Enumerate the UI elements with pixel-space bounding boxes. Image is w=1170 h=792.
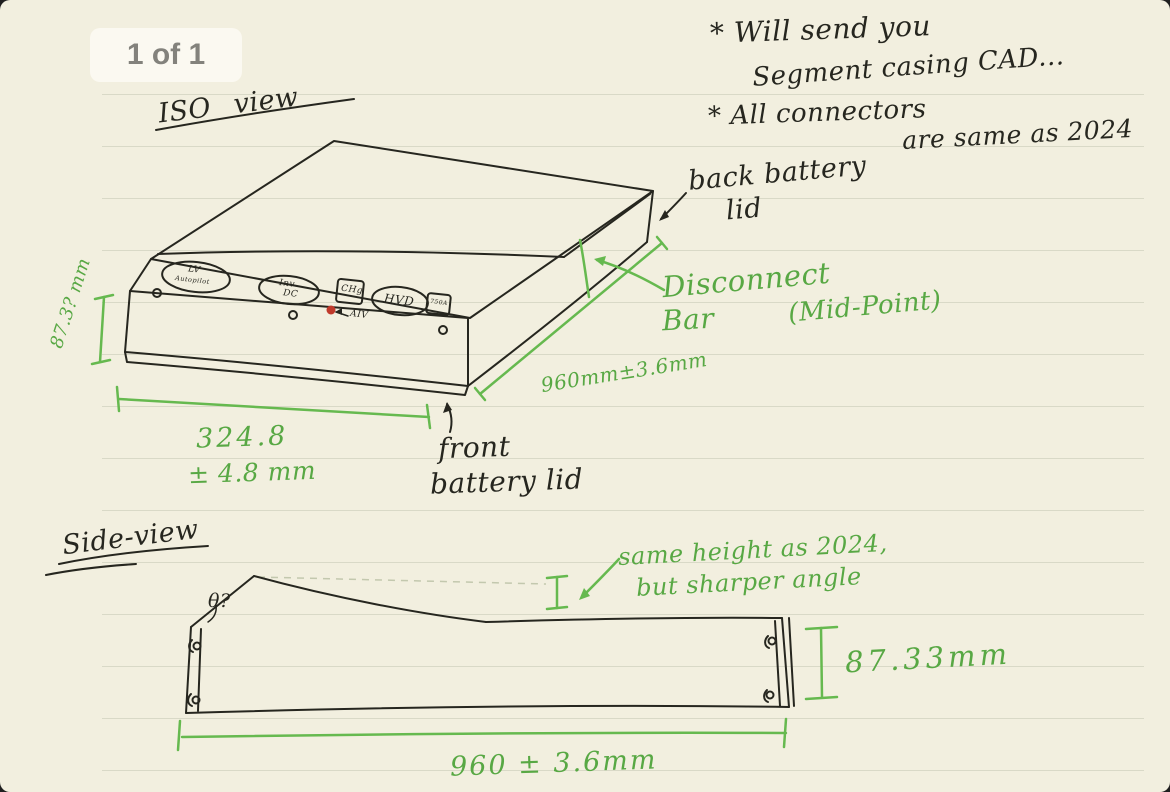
apex-reference-line (257, 576, 547, 585)
iso-depth-dim-tick (473, 386, 487, 402)
disconnect-label-line2: Bar (661, 301, 715, 338)
connector-chg-outline (335, 277, 365, 305)
disconnect-bar-mark (578, 238, 591, 299)
side-title-underline (58, 545, 209, 565)
mid-height-ibeam-serif (545, 574, 569, 580)
note-send-line1: * Will send you (709, 9, 932, 50)
side-length-dim-tick (782, 717, 788, 749)
aiv-arrowhead (335, 308, 342, 315)
height-note-arrowhead (579, 588, 590, 600)
side-left-hook-top (188, 639, 194, 653)
side-base (185, 704, 790, 714)
connector-label-lv-line1: LV (187, 264, 202, 276)
iso-lid-seam (563, 193, 651, 258)
connector-inv-outline (258, 274, 320, 306)
iso-depth-dim-tick (655, 235, 669, 251)
side-height-ibeam-serif (804, 695, 839, 701)
mid-height-ibeam-serif (545, 605, 569, 611)
screw-hole (438, 325, 448, 335)
side-left-hook-bottom (187, 693, 193, 707)
angle-label: θ? (208, 590, 231, 612)
iso-width-dim-tick (115, 385, 121, 413)
side-right-outer-edge (788, 617, 795, 707)
iso-height-dim-tick (93, 293, 115, 301)
iso-drawing (124, 140, 654, 396)
iso-top-crease (157, 250, 565, 258)
connector-label-inv-line2: DC (282, 288, 299, 300)
iso-front-left-edge (124, 290, 131, 353)
flange-hole (192, 641, 202, 651)
front-lid-label-line1: front (437, 429, 511, 466)
iso-height-dim-line (98, 295, 106, 364)
side-top-edge (485, 616, 783, 623)
page-indicator: 1 of 1 (126, 38, 206, 71)
side-wedge-rise (190, 575, 255, 628)
iso-height-dim-tick (90, 358, 112, 366)
side-right-edge (781, 617, 790, 708)
screw-hole (288, 310, 298, 320)
side-wedge-fall (253, 575, 487, 623)
iso-top-face (150, 140, 654, 319)
iso-width-dim-line1: 324.8 (195, 420, 289, 455)
side-length-dim-tick (176, 719, 182, 752)
iso-depth-dim-line (478, 241, 664, 396)
flange-hole (767, 636, 777, 646)
iso-right-bottom-edge (467, 241, 648, 387)
flange-hole (765, 690, 775, 700)
iso-width-dim-line (117, 397, 431, 419)
iso-left-bevel (129, 258, 152, 292)
iso-title-underline (155, 98, 355, 131)
height-note-arrow-line (580, 557, 621, 599)
side-height-ibeam-serif (804, 625, 839, 631)
note-connectors-line1: * All connectors (707, 94, 927, 132)
back-lid-label-line2: lid (724, 192, 764, 227)
side-right-hook-bottom (763, 689, 769, 703)
back-lid-arrowhead (659, 210, 669, 221)
side-height-dim: 87.33mm (844, 636, 1012, 680)
connector-label-hvd: HVD (383, 291, 416, 309)
side-drawing (185, 575, 795, 714)
connector-750a-outline (425, 292, 452, 316)
front-lid-arrowhead (443, 402, 452, 413)
theta-arc (207, 604, 217, 623)
connector-lv-outline (161, 260, 231, 294)
flange-hole (191, 695, 201, 705)
side-title-underline2 (45, 563, 137, 576)
side-height-ibeam (819, 626, 824, 699)
black-arrows (45, 98, 687, 576)
red-indicator-dot (326, 305, 336, 315)
side-length-dim: 960 ± 3.6mm (449, 744, 658, 783)
side-right-hook-top (764, 635, 770, 649)
iso-back-right-edge (646, 190, 654, 243)
page-indicator-pill: 1 of 1 (90, 28, 242, 82)
iso-width-dim-line2: ± 4.8 mm (187, 455, 317, 490)
iso-front-skirt (124, 351, 469, 396)
front-lid-label-line2: battery lid (429, 462, 584, 501)
disconnect-arrowhead (594, 256, 606, 266)
side-length-dim-line (180, 731, 788, 739)
iso-front-bottom-edge (124, 351, 469, 387)
iso-width-dim-tick (425, 403, 432, 430)
screw-hole (152, 288, 162, 298)
side-right-flange (774, 620, 781, 707)
